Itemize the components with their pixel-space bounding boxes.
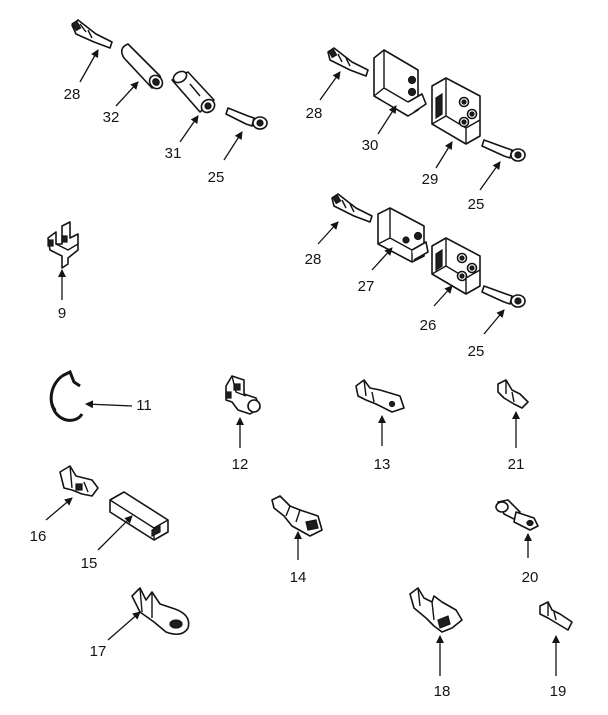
- part-30-label: 30: [362, 137, 379, 154]
- part-31-leader: [179, 115, 199, 143]
- insulating-sleeve-icon: [120, 43, 164, 90]
- part-28-top-right-leader: [319, 71, 341, 101]
- part-18: 18: [409, 587, 463, 700]
- plug-housing-icon: [373, 49, 427, 117]
- part-28-top-left: 28: [64, 19, 113, 103]
- part-25-middle-right-leader: [483, 309, 505, 335]
- part-25-top-right-leader: [479, 161, 501, 191]
- terminal-cover-icon: [109, 491, 169, 541]
- part-26-label: 26: [420, 317, 437, 334]
- wire-terminal-pin-icon: [327, 47, 369, 77]
- part-28-top-left-label: 28: [64, 86, 81, 103]
- part-27-label: 27: [358, 278, 375, 295]
- part-29-leader: [435, 141, 453, 169]
- part-21: 21: [497, 379, 529, 473]
- receptacle-housing-icon: [431, 237, 481, 295]
- part-26: 26: [420, 237, 481, 334]
- part-28-top-right-label: 28: [306, 105, 323, 122]
- ring-terminal-icon: [131, 587, 190, 636]
- wire-terminal-pin-icon: [331, 193, 373, 223]
- part-15-leader: [97, 515, 133, 551]
- part-29: 29: [422, 77, 481, 188]
- part-16-label: 16: [30, 528, 47, 545]
- part-9: 9: [47, 221, 79, 322]
- flag-terminal-icon: [59, 465, 99, 497]
- flat-terminal-icon: [539, 601, 573, 631]
- part-30-leader: [377, 105, 397, 135]
- part-9-label: 9: [58, 305, 66, 322]
- part-31-label: 31: [165, 145, 182, 162]
- wire-terminal-pin-icon: [225, 107, 268, 130]
- part-11-leader: [85, 400, 133, 409]
- part-20: 20: [495, 499, 539, 586]
- flat-terminal-icon: [497, 379, 529, 409]
- part-32-label: 32: [103, 109, 120, 126]
- part-18-label: 18: [434, 683, 451, 700]
- part-14-label: 14: [290, 569, 307, 586]
- part-25-top-left-leader: [223, 131, 243, 161]
- part-28-top-left-leader: [79, 49, 99, 83]
- part-25-top-left: 25: [208, 107, 268, 186]
- part-11: 11: [49, 369, 152, 422]
- crimp-terminal-icon: [409, 587, 463, 633]
- part-21-label: 21: [508, 456, 525, 473]
- part-16: 16: [30, 465, 99, 545]
- wire-terminal-pin-icon: [481, 285, 526, 308]
- part-16-leader: [45, 497, 73, 521]
- part-27-leader: [371, 247, 393, 271]
- flat-terminal-icon: [355, 379, 405, 413]
- part-17-label: 17: [90, 643, 107, 660]
- part-25-top-right-label: 25: [468, 196, 485, 213]
- part-25-top-right: 25: [468, 139, 526, 213]
- part-28-top-right: 28: [306, 47, 369, 122]
- wire-clamp-icon: [49, 369, 84, 422]
- receptacle-housing-icon: [431, 77, 481, 145]
- part-27: 27: [358, 207, 429, 295]
- part-32: 32: [103, 43, 164, 126]
- splice-clip-icon: [225, 375, 261, 415]
- part-12: 12: [225, 375, 261, 473]
- part-28-middle-right-label: 28: [305, 251, 322, 268]
- part-31: 31: [165, 70, 216, 162]
- part-12-label: 12: [232, 456, 249, 473]
- part-30: 30: [362, 49, 427, 154]
- part-25-middle-right: 25: [468, 285, 526, 360]
- insulated-spade-terminal-icon: [495, 499, 539, 531]
- part-20-label: 20: [522, 569, 539, 586]
- wire-terminal-pin-icon: [481, 139, 526, 162]
- bullet-connector-housing-icon: [171, 70, 216, 114]
- part-13-label: 13: [374, 456, 391, 473]
- part-15-label: 15: [81, 555, 98, 572]
- plug-housing-icon: [377, 207, 429, 263]
- part-28-middle-right: 28: [305, 193, 373, 268]
- part-19-label: 19: [550, 683, 567, 700]
- part-13: 13: [355, 379, 405, 473]
- part-17-leader: [107, 611, 141, 641]
- part-25-top-left-label: 25: [208, 169, 225, 186]
- part-19: 19: [539, 601, 573, 700]
- part-32-leader: [115, 81, 139, 107]
- part-26-leader: [433, 285, 453, 307]
- wire-terminal-pin-icon: [71, 19, 113, 49]
- part-14: 14: [271, 495, 323, 586]
- part-28-middle-right-leader: [317, 221, 339, 245]
- part-29-label: 29: [422, 171, 439, 188]
- part-11-label: 11: [136, 397, 152, 414]
- insulated-female-terminal-icon: [271, 495, 323, 537]
- terminal-clip-icon: [47, 221, 79, 269]
- part-15: 15: [81, 491, 169, 572]
- part-17: 17: [90, 587, 190, 660]
- part-25-middle-right-label: 25: [468, 343, 485, 360]
